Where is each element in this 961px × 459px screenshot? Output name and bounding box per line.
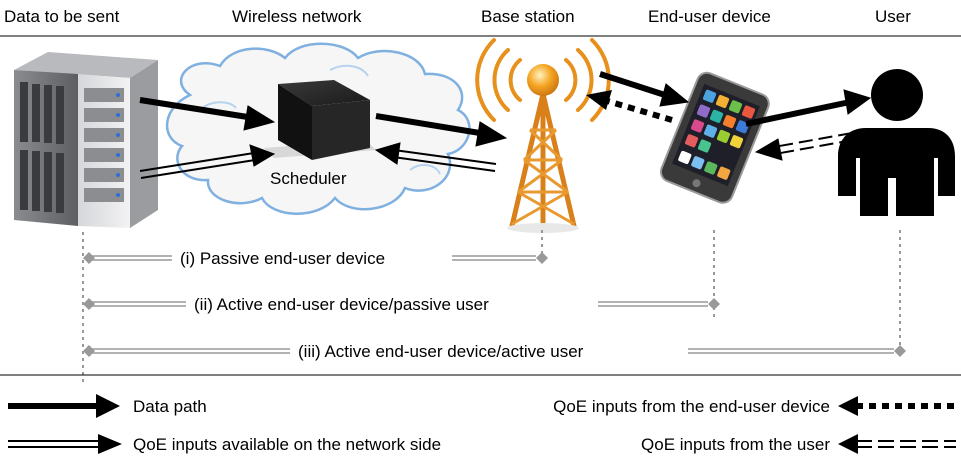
smartphone-icon <box>659 71 770 204</box>
user-icon <box>838 69 955 216</box>
legend-qoe-device-arrow <box>838 396 956 416</box>
legend-qoe-user-arrow <box>838 434 956 454</box>
qoe-network-arrows <box>139 142 497 179</box>
legend-qoe-user-label: QoE inputs from the user <box>641 435 830 454</box>
legend-data-path-label: Data path <box>133 397 207 416</box>
header-user: User <box>875 7 911 26</box>
scope-active-active-label: (iii) Active end-user device/active user <box>298 342 584 361</box>
header-data-to-be-sent: Data to be sent <box>4 7 120 26</box>
data-path-arrows <box>139 71 872 147</box>
scope-active-passive-line <box>83 298 720 310</box>
legend-data-path-arrow <box>8 394 120 418</box>
header-wireless-network: Wireless network <box>232 7 362 26</box>
qoe-user-arrow <box>754 132 854 161</box>
scope-passive-label: (i) Passive end-user device <box>180 249 385 268</box>
qoe-device-arrow <box>586 90 673 123</box>
header-end-user-device: End-user device <box>648 7 771 26</box>
server-icon <box>14 52 158 228</box>
scheduler-label: Scheduler <box>270 169 347 188</box>
antenna-tower-icon <box>475 38 611 233</box>
legend-qoe-device-label: QoE inputs from the end-user device <box>553 397 830 416</box>
scope-passive-line <box>83 252 548 264</box>
legend-qoe-network-arrow <box>8 434 122 454</box>
header-base-station: Base station <box>481 7 575 26</box>
scheduler-box-icon <box>264 80 376 160</box>
scope-active-active-line <box>83 345 906 357</box>
legend-qoe-network-label: QoE inputs available on the network side <box>133 435 441 454</box>
scope-active-passive-label: (ii) Active end-user device/passive user <box>194 295 489 314</box>
